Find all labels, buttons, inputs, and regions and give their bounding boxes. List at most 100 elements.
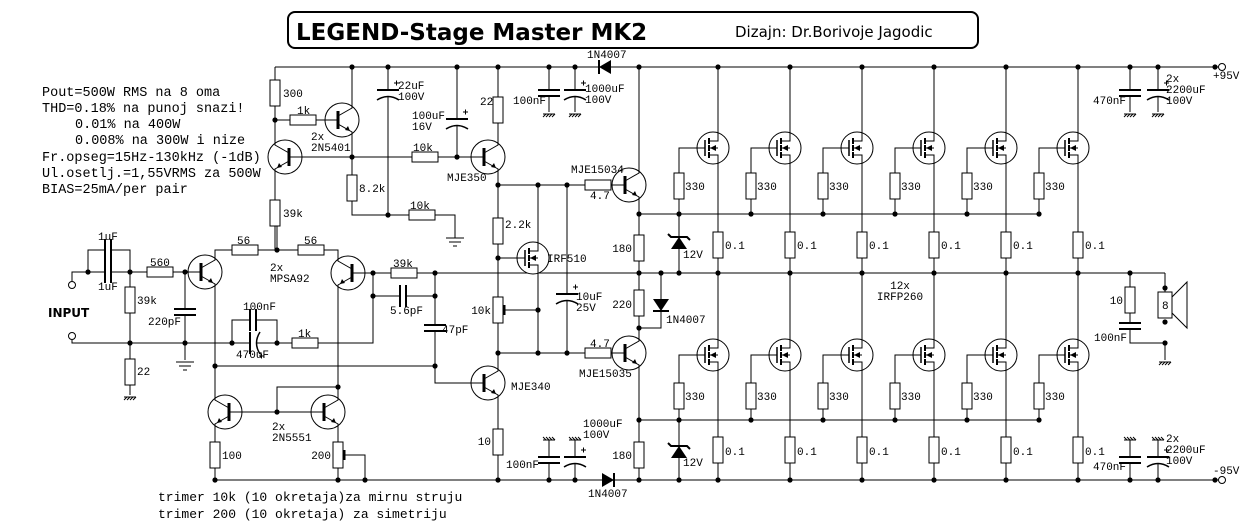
label-r100: 100: [222, 451, 242, 463]
mosfet-irfp260: [696, 335, 730, 375]
junction-dot: [1162, 319, 1168, 325]
capacitor-2200uf: [1146, 447, 1170, 468]
label-mje350: MJE350: [447, 173, 487, 185]
diode-1n4007: [602, 473, 615, 487]
label-c100n-c: 100nF: [1094, 333, 1127, 345]
junction-dot: [715, 270, 721, 276]
label-trim200: 200: [311, 451, 331, 463]
label-d-top: 1N4007: [587, 50, 627, 62]
pos-supply-terminal: [1218, 63, 1226, 71]
junction-dot: [182, 340, 188, 346]
label-r39k-b: 39k: [137, 296, 157, 308]
junction-dot: [535, 350, 541, 356]
label-r180-b: 180: [612, 451, 632, 463]
label-r560: 560: [150, 258, 170, 270]
label-c1000u-b: 100V: [583, 430, 610, 442]
mosfet-irf510: [516, 238, 550, 278]
input-terminal-hot: [68, 281, 76, 289]
junction-dot: [535, 307, 541, 313]
label-gate-resistor: 330: [973, 182, 993, 194]
junction-dot: [715, 477, 721, 483]
label-source-resistor: 0.1: [941, 447, 961, 459]
label-c47p: 47pF: [442, 325, 468, 337]
resistor-8k2: [346, 174, 358, 202]
components: 8: [68, 60, 1226, 487]
resistor-4k7: [584, 179, 612, 191]
resistor-180: [633, 234, 645, 262]
label-q2n5551: 2N5551: [272, 433, 312, 445]
ground-icon: [1151, 113, 1165, 118]
ground-icon: [1123, 113, 1137, 118]
resistor-330: [745, 382, 757, 410]
junction-dot: [127, 340, 133, 346]
junction-dot: [787, 270, 793, 276]
resistor-330: [745, 172, 757, 200]
junction-dot: [1003, 270, 1009, 276]
transistor-mpsa92: [330, 253, 366, 293]
label-gate-resistor: 330: [901, 182, 921, 194]
junction-dot: [748, 417, 754, 423]
designer: Dizajn: Dr.Borivoje Jagodic: [735, 23, 933, 41]
junction-dot: [1162, 340, 1168, 346]
junction-dot: [1075, 270, 1081, 276]
resistor-560: [146, 266, 174, 278]
label-source-resistor: 0.1: [1085, 447, 1105, 459]
junction-dot: [274, 247, 280, 253]
spec-line: Fr.opseg=15Hz-130kHz (-1dB): [42, 151, 261, 166]
wire: [434, 273, 471, 384]
ground-icon: [568, 436, 582, 441]
junction-dot: [272, 117, 278, 123]
junction-dot: [964, 417, 970, 423]
junction-dot: [349, 64, 355, 70]
mosfet-irfp260: [912, 128, 946, 168]
specs: Pout=500W RMS na 8 oma THD=0.18% na puno…: [42, 86, 262, 198]
label-q2n5401: 2N5401: [311, 143, 351, 155]
junction-dot: [859, 477, 865, 483]
label-source-resistor: 0.1: [797, 447, 817, 459]
title-box: [287, 11, 979, 49]
ground-icon: [446, 237, 464, 247]
label-gate-resistor: 330: [829, 182, 849, 194]
capacitor-2200uf: [1146, 80, 1170, 101]
resistor-330: [1033, 172, 1045, 200]
ground-icon: [1123, 436, 1137, 441]
junction-dot: [1127, 64, 1133, 70]
transistor-mje350: [470, 137, 506, 177]
capacitor-470nf: [1119, 456, 1141, 464]
junction-dot: [274, 340, 280, 346]
label-c10u: 25V: [576, 303, 596, 315]
transistor-mje15034: [611, 165, 647, 205]
resistor-4k7: [584, 347, 612, 359]
junction-dot: [546, 64, 552, 70]
label-c100u: 100uF: [412, 111, 445, 123]
junction-dot: [385, 64, 391, 70]
junction-dot: [676, 477, 682, 483]
wires: [71, 66, 1218, 481]
resistor-0r1: [928, 231, 940, 259]
junction-dot: [335, 477, 341, 483]
junction-dot: [564, 182, 570, 188]
label-q2n5551: 2x: [272, 422, 286, 434]
junction-dot: [362, 477, 368, 483]
label-irfp260: IRFP260: [877, 292, 923, 304]
resistor-10: [492, 428, 504, 456]
junction-dot: [1003, 477, 1009, 483]
label-irfp260: 12x: [890, 281, 910, 293]
ground-icon: [1151, 436, 1165, 441]
transistor-2n5401: [324, 100, 360, 140]
spec-line: THD=0.18% na punoj snazi!: [42, 102, 245, 117]
junction-dot: [636, 325, 642, 331]
label-r8k2: 8.2k: [359, 184, 386, 196]
label-r10k-a: 10k: [413, 143, 433, 155]
label-c100n-a: 100nF: [513, 96, 546, 108]
label-r56-b: 56: [304, 236, 317, 248]
junction-dot: [432, 293, 438, 299]
capacitor-100nf: [249, 309, 257, 331]
capacitor-220pf: [174, 308, 196, 316]
label-source-resistor: 0.1: [797, 241, 817, 253]
junction-dot: [212, 363, 218, 369]
junction-dot: [820, 417, 826, 423]
capacitor-470nf: [1119, 89, 1141, 97]
resistor-0r1: [856, 231, 868, 259]
junction-dot: [715, 64, 721, 70]
